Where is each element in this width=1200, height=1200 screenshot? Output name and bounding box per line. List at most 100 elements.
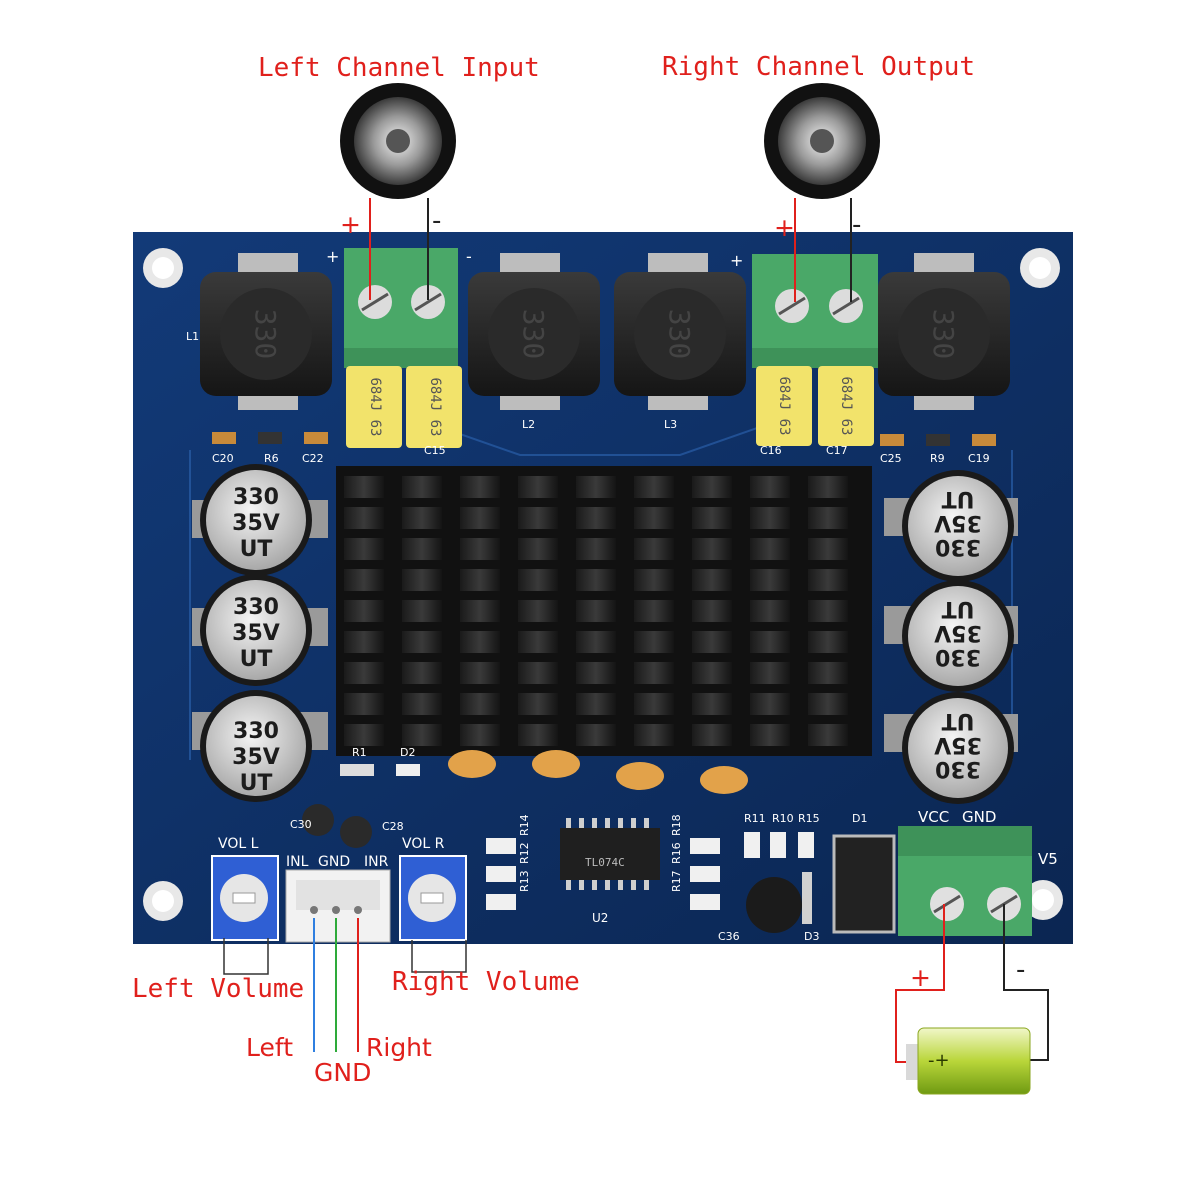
svg-text:330: 330 (233, 595, 279, 620)
board-plus-mark: + (730, 251, 743, 270)
svg-text:330: 330 (935, 756, 981, 781)
audio-input-header[interactable] (285, 869, 391, 943)
label-r6: R6 (264, 452, 279, 465)
label-d2: D2 (400, 746, 415, 759)
chip-pin (631, 818, 636, 828)
svg-text:35V: 35V (232, 621, 280, 646)
svg-text:684J 63: 684J 63 (367, 377, 383, 436)
heatsink-fin (518, 662, 558, 684)
left-wire-label: Left (246, 1033, 293, 1062)
film-capacitor: 684J 63 (406, 366, 462, 448)
capacitor-c36 (746, 877, 802, 933)
power-positive-wire (895, 904, 945, 1063)
mounting-hole (1023, 880, 1063, 920)
svg-text:684J 63: 684J 63 (776, 376, 792, 435)
inductor-label-l3: L3 (664, 418, 677, 431)
heatsink-fin (808, 600, 848, 622)
chip-pin (618, 880, 623, 890)
left-volume-label: Left Volume (132, 974, 304, 1004)
inductor-label-l1: L1 (186, 330, 199, 343)
heatsink-fin (750, 507, 790, 529)
heatsink-fin (692, 631, 732, 653)
heatsink-fin (808, 569, 848, 591)
svg-text:TL074C: TL074C (585, 856, 625, 869)
electrolytic-capacitor: 330 35V UT (884, 580, 1018, 692)
right-plus-label: + (774, 213, 795, 242)
svg-text:35V: 35V (934, 620, 982, 645)
svg-text:330: 330 (663, 309, 696, 360)
heatsink-fin (808, 631, 848, 653)
heatsink-fin (692, 569, 732, 591)
heatsink-fin (518, 569, 558, 591)
label-r13: R13 (518, 870, 531, 892)
heatsink-fin (750, 662, 790, 684)
chip-pin (566, 880, 571, 890)
heatsink-fin (634, 538, 674, 560)
heatsink-fin (344, 569, 384, 591)
heatsink-fin (576, 724, 616, 746)
film-capacitor: 684J 63 (346, 366, 402, 448)
heatsink-fin (344, 631, 384, 653)
vol-r-label: VOL R (402, 836, 445, 852)
heatsink-fin (750, 631, 790, 653)
heatsink-fin (344, 600, 384, 622)
gnd-label: GND (962, 808, 996, 826)
heatsink-fin (402, 631, 442, 653)
mounting-hole (143, 881, 183, 921)
heatsink-fin (808, 507, 848, 529)
heatsink-fin (344, 724, 384, 746)
left-volume-knob[interactable] (211, 855, 279, 941)
vcc-label: VCC (918, 808, 949, 826)
heatsink-fin (750, 476, 790, 498)
heatsink-fin (402, 724, 442, 746)
svg-text:-+: -+ (928, 1050, 950, 1071)
heatsink-fin (576, 631, 616, 653)
heatsink-fin (750, 538, 790, 560)
board-minus-mark: - (466, 247, 472, 266)
heatsink-fin (402, 476, 442, 498)
label-c20: C20 (212, 452, 234, 465)
heatsink-fin (402, 600, 442, 622)
label-c19: C19 (968, 452, 990, 465)
svg-text:330: 330 (927, 309, 960, 360)
heatsink-fin (634, 569, 674, 591)
label-r10: R10 (772, 812, 794, 825)
chip-pin (618, 818, 623, 828)
heatsink-fin (460, 507, 500, 529)
label-d1: D1 (852, 812, 867, 825)
label-c25: C25 (880, 452, 902, 465)
v5-label: V5 (1038, 850, 1058, 868)
label-r17: R17 (670, 870, 683, 892)
diode-d1 (832, 834, 896, 934)
chip-pin (605, 818, 610, 828)
chip-pin (644, 880, 649, 890)
heatsink-fin (460, 476, 500, 498)
heatsink-fin (692, 693, 732, 715)
heatsink-fin (808, 538, 848, 560)
power-negative-wire (1003, 904, 1049, 1061)
right-volume-label: Right Volume (392, 967, 580, 997)
heatsink-fin (576, 507, 616, 529)
right-wire-label: Right (366, 1033, 432, 1062)
inductor-l4: 330 (878, 253, 1010, 410)
label-c36: C36 (718, 930, 740, 943)
inductor-l2: 330 (468, 253, 600, 410)
heatsink-fin (576, 538, 616, 560)
svg-text:UT: UT (942, 486, 975, 511)
label-c15: C15 (424, 444, 446, 457)
svg-text:UT: UT (240, 771, 273, 796)
heatsink-fin (460, 600, 500, 622)
heatsink-fin (634, 662, 674, 684)
svg-text:35V: 35V (934, 732, 982, 757)
heatsink-fin (634, 476, 674, 498)
heatsink-fin (808, 662, 848, 684)
heatsink-fin (634, 600, 674, 622)
board-plus-mark: + (326, 247, 339, 266)
film-capacitor: 684J 63 (756, 366, 812, 446)
heatsink-fin (750, 724, 790, 746)
right-volume-knob[interactable] (399, 855, 467, 941)
right-speaker-icon (764, 83, 880, 199)
heatsink-fin (460, 538, 500, 560)
label-r16: R16 (670, 842, 683, 864)
chip-pin (579, 818, 584, 828)
